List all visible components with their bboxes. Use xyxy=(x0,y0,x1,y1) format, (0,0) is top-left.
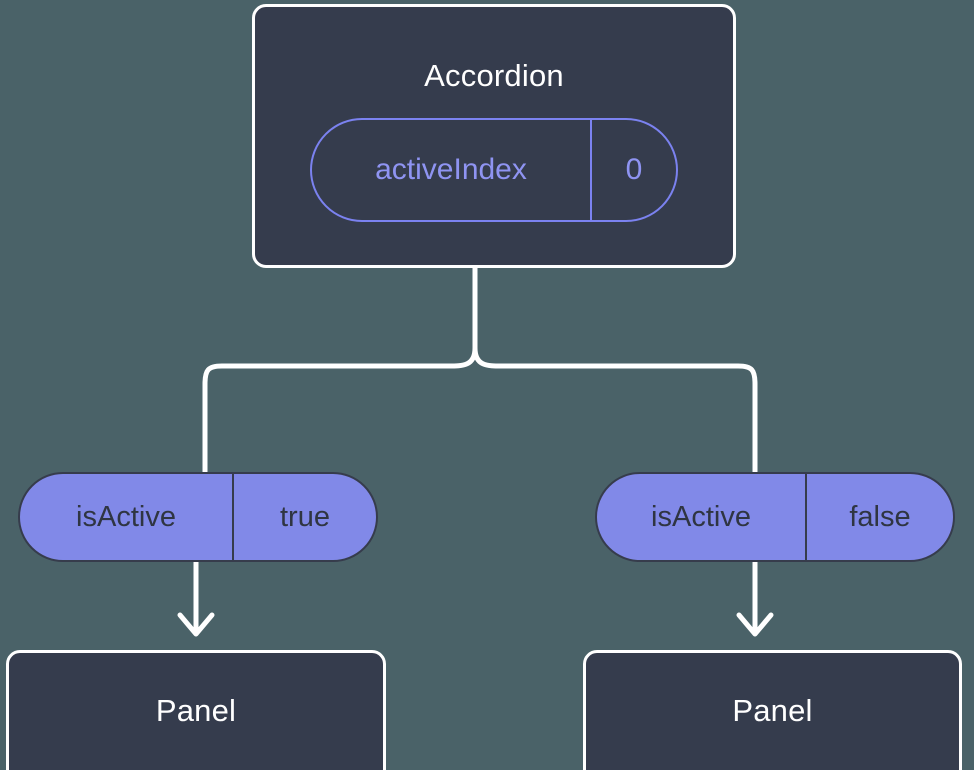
prop-pill-is-active-false[interactable]: isActive false xyxy=(595,472,955,562)
arrowhead-right-icon xyxy=(736,612,774,637)
state-badge-key: activeIndex xyxy=(312,120,592,220)
state-badge-active-index[interactable]: activeIndex 0 xyxy=(310,118,678,222)
prop-pill-key: isActive xyxy=(20,474,234,560)
node-panel-right[interactable]: Panel xyxy=(583,650,962,770)
state-badge-value: 0 xyxy=(625,153,643,186)
connector-fork-right xyxy=(472,345,758,475)
node-accordion-label: Accordion xyxy=(424,58,564,93)
arrowhead-left-icon xyxy=(177,612,215,637)
connector-fork-left xyxy=(202,345,478,475)
prop-pill-key: isActive xyxy=(597,474,807,560)
prop-pill-value: true xyxy=(280,500,330,533)
prop-pill-value: false xyxy=(849,500,911,533)
node-panel-left[interactable]: Panel xyxy=(6,650,386,770)
node-panel-right-label: Panel xyxy=(732,693,813,728)
prop-pill-is-active-true[interactable]: isActive true xyxy=(18,472,378,562)
node-panel-left-label: Panel xyxy=(155,693,237,728)
